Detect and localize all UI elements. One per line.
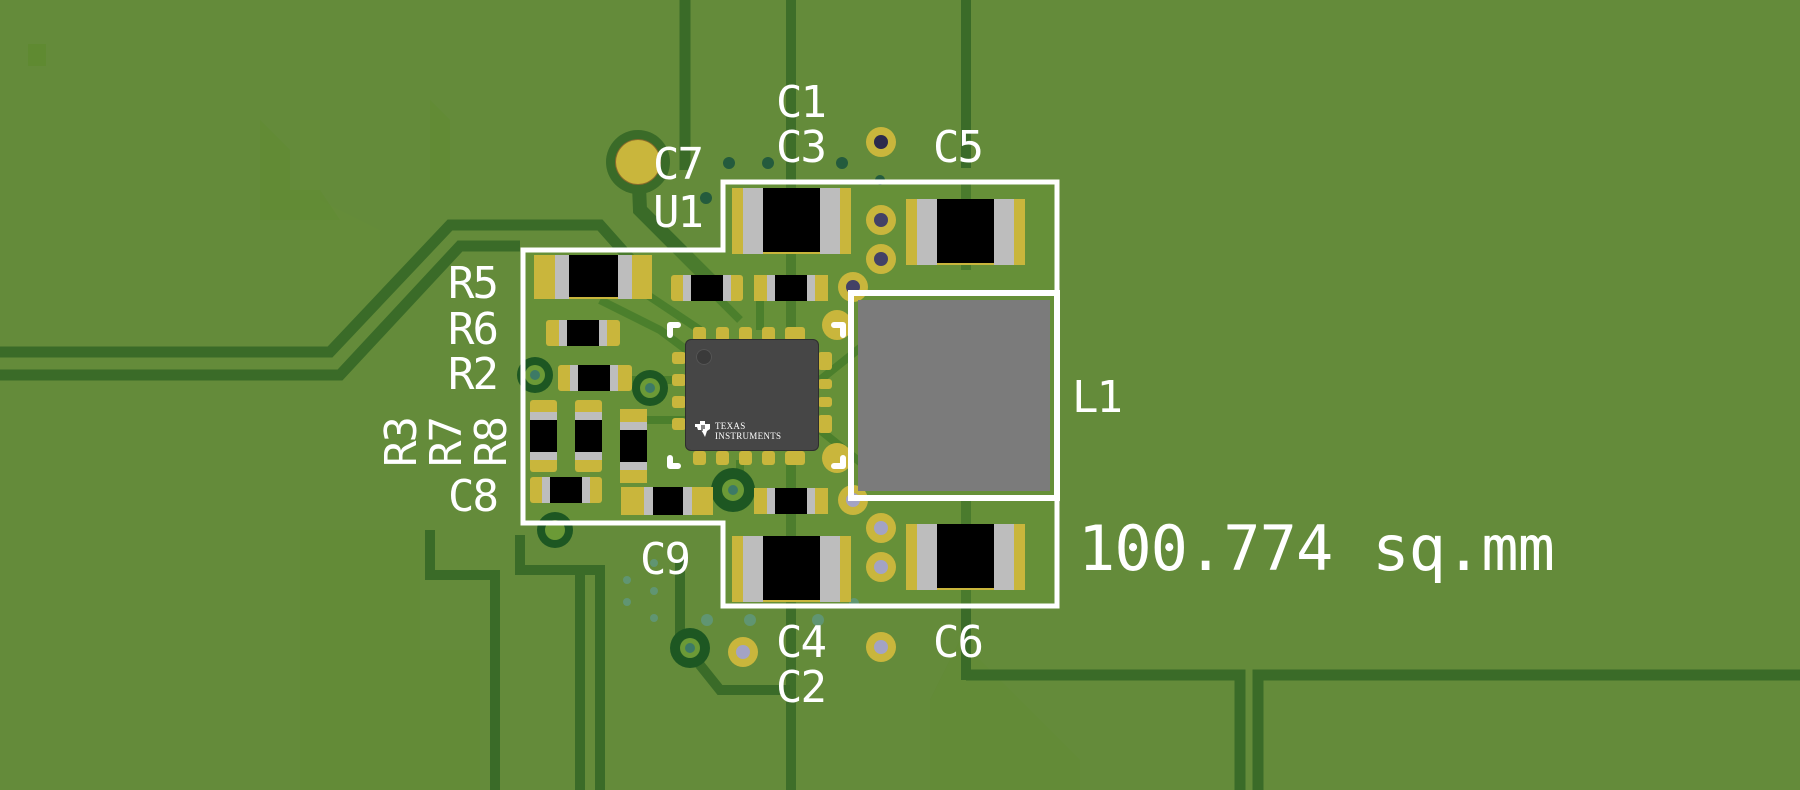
ic-brand-line2: Instruments bbox=[715, 431, 782, 441]
label-c2: C2 bbox=[776, 662, 827, 713]
label-r3: R3 bbox=[376, 418, 427, 467]
label-r7: R7 bbox=[421, 418, 472, 467]
label-c9: C9 bbox=[640, 534, 691, 585]
label-c7: C7 bbox=[653, 139, 704, 190]
resistor-top-2[interactable] bbox=[754, 275, 828, 301]
capacitor-c8[interactable] bbox=[530, 477, 602, 503]
label-c3: C3 bbox=[776, 122, 827, 173]
resistor-r2[interactable] bbox=[558, 365, 632, 391]
area-unit: sq.mm bbox=[1372, 512, 1555, 585]
label-r2: R2 bbox=[448, 349, 499, 400]
label-c6: C6 bbox=[933, 617, 984, 668]
area-value: 100.774 bbox=[1078, 512, 1333, 585]
label-c5: C5 bbox=[933, 122, 984, 173]
capacitor-c9[interactable] bbox=[621, 487, 713, 515]
via-icon bbox=[866, 632, 896, 662]
via-icon bbox=[728, 637, 758, 667]
via-icon bbox=[866, 127, 896, 157]
label-c8: C8 bbox=[448, 471, 499, 522]
label-r5: R5 bbox=[448, 258, 499, 309]
c7-pad-copper bbox=[616, 140, 660, 184]
ti-logo-icon bbox=[695, 421, 710, 437]
resistor-r5[interactable] bbox=[534, 255, 652, 299]
label-l1: L1 bbox=[1072, 372, 1123, 423]
label-c4: C4 bbox=[776, 617, 827, 668]
capacitor-c1-c3[interactable] bbox=[732, 188, 851, 254]
resistor-r3[interactable] bbox=[530, 400, 557, 472]
resistor-bottom[interactable] bbox=[754, 488, 828, 514]
ic-u1[interactable]: Texas Instruments bbox=[672, 327, 832, 465]
resistor-r8[interactable] bbox=[620, 409, 647, 483]
resistor-top-1[interactable] bbox=[671, 275, 743, 301]
ic-brand-line1: Texas bbox=[715, 421, 746, 431]
via-icon bbox=[866, 513, 896, 543]
capacitor-c4-c2[interactable] bbox=[732, 536, 851, 602]
via-icon bbox=[866, 552, 896, 582]
ic-package: Texas Instruments bbox=[686, 340, 818, 450]
via-icon bbox=[866, 244, 896, 274]
capacitor-c5[interactable] bbox=[906, 199, 1025, 265]
resistor-r7[interactable] bbox=[575, 400, 602, 472]
label-r8: R8 bbox=[466, 418, 517, 467]
via-icon bbox=[866, 205, 896, 235]
pin1-marker-icon bbox=[696, 349, 712, 365]
inductor-l1[interactable] bbox=[858, 300, 1050, 491]
l1-outline bbox=[848, 290, 1060, 501]
label-u1: U1 bbox=[653, 187, 704, 238]
capacitor-c6[interactable] bbox=[906, 524, 1025, 590]
label-r6: R6 bbox=[448, 304, 499, 355]
area-outline bbox=[520, 179, 1060, 609]
resistor-r6[interactable] bbox=[546, 320, 620, 346]
label-c1: C1 bbox=[776, 77, 827, 128]
